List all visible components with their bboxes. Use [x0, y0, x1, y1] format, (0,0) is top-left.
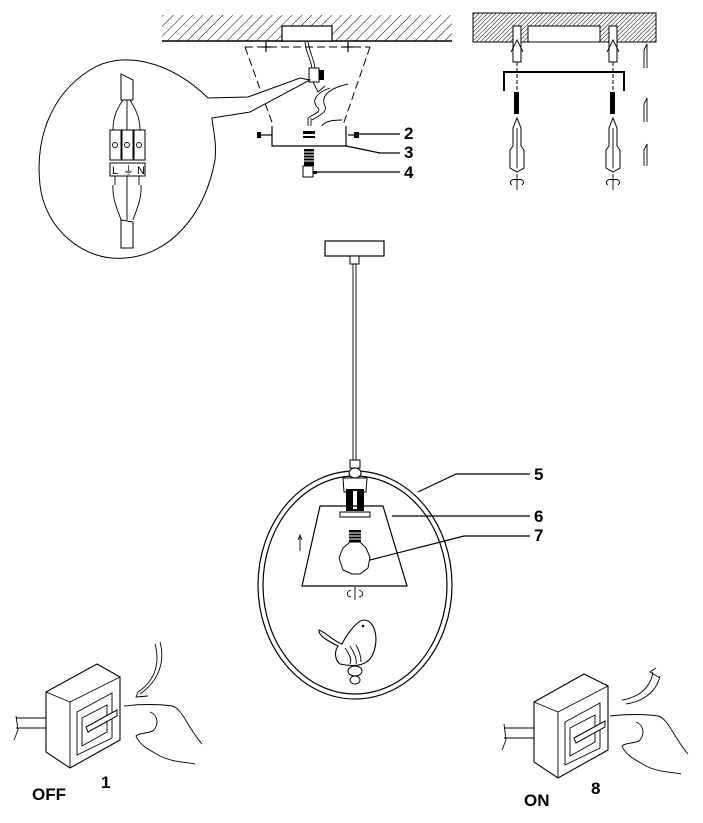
detail-bubble	[38, 59, 312, 259]
bird-ornament	[318, 619, 377, 667]
pendant-lamp: 5 6 7	[257, 240, 543, 700]
wall-plug-left	[510, 25, 524, 93]
terminal-earth: ⏚	[123, 164, 134, 177]
wall-plug-right	[606, 25, 620, 93]
cable-clamp	[302, 165, 317, 178]
press-arrow-icon	[135, 641, 163, 698]
glass-shade	[301, 505, 408, 587]
step-8-switch-on: 8 ON	[501, 667, 689, 810]
terminal-neutral: N	[137, 165, 145, 177]
release-arrow-icon	[621, 667, 661, 705]
callout-5: 5	[534, 465, 543, 484]
state-off-label: OFF	[32, 785, 66, 804]
step-number-1: 1	[101, 773, 110, 792]
callout-7: 7	[534, 526, 543, 545]
mounting-bracket-rail	[503, 71, 625, 91]
mounting-bracket	[281, 25, 333, 42]
wiring	[304, 41, 349, 130]
lamp-holder	[339, 477, 371, 518]
terminal-block: L ⏚ N	[109, 129, 146, 177]
bulb	[338, 530, 371, 575]
up-arrow-icon	[297, 533, 303, 551]
callout-4: 4	[404, 163, 414, 182]
up-arrow-icons	[643, 43, 648, 166]
state-on-label: ON	[524, 791, 550, 810]
callout-3: 3	[404, 143, 413, 162]
step-number-8: 8	[591, 779, 600, 798]
callout-2: 2	[404, 124, 413, 143]
step-1-switch-off: 1 OFF	[13, 641, 203, 804]
hand-icon	[123, 704, 203, 765]
threaded-nipple	[304, 149, 314, 166]
callout-6: 6	[534, 507, 543, 526]
fixing-screws	[257, 132, 359, 138]
terminal-live: L	[112, 165, 118, 177]
canopy-outline	[244, 42, 371, 129]
hand-icon	[609, 714, 689, 775]
rotate-icon	[346, 587, 364, 600]
ceiling-drilling-view	[472, 12, 657, 190]
screwdriver-left	[509, 116, 525, 190]
screwdriver-right	[605, 116, 621, 190]
terminal-detail-view: L ⏚ N	[38, 59, 312, 259]
ceiling-canopy	[324, 240, 385, 257]
ceiling-mount-view: 2 3 4	[162, 15, 452, 182]
